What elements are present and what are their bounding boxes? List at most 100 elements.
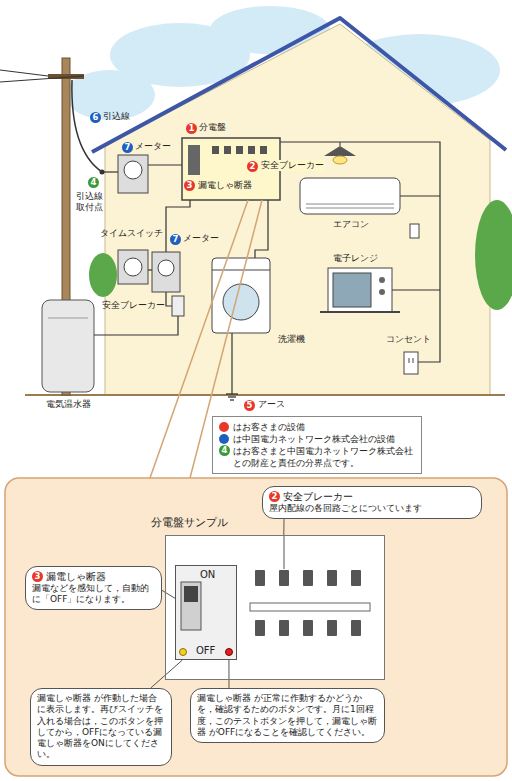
board-heading: 分電盤サンプル bbox=[151, 515, 228, 530]
wire bbox=[392, 289, 440, 290]
water-heater bbox=[42, 300, 94, 392]
earth-bar bbox=[230, 399, 234, 400]
roof bbox=[92, 18, 506, 152]
legend-swatch bbox=[219, 434, 229, 444]
leakage-breaker: ONOFF bbox=[175, 565, 237, 660]
breaker-switch bbox=[303, 570, 313, 586]
callout-bubble: 2安全ブレーカー屋内配線の各回路ごとについています bbox=[262, 486, 482, 519]
detail-panel bbox=[5, 478, 507, 776]
safety-breaker bbox=[172, 296, 184, 316]
wire bbox=[94, 316, 178, 335]
meter-dial bbox=[158, 260, 174, 276]
outlet bbox=[404, 352, 418, 374]
outlet-slot bbox=[413, 358, 414, 363]
house-wall bbox=[105, 24, 490, 395]
callout-text: 屋内配線の各回路ごとについています bbox=[269, 503, 475, 514]
breaker-icon bbox=[260, 146, 267, 154]
wire bbox=[400, 195, 440, 196]
leakage-breaker-icon bbox=[188, 145, 200, 175]
legend-row: はお客さまと中国電力ネットワーク株式会社との財産と責任の分界点です。 bbox=[219, 445, 415, 469]
meter bbox=[152, 252, 180, 292]
part-label: 洗濯機 bbox=[278, 334, 305, 345]
legend-row: は中国電力ネットワーク株式会社の設備 bbox=[219, 433, 415, 445]
shelf bbox=[320, 311, 400, 313]
earth-bar bbox=[226, 393, 238, 394]
legend-text: はお客さまと中国電力ネットワーク株式会社との財産と責任の分界点です。 bbox=[233, 445, 415, 469]
power-line bbox=[0, 70, 48, 76]
distribution-board: ONOFF分電盤サンプル bbox=[165, 535, 385, 680]
breaker-switch bbox=[255, 570, 265, 586]
time-switch bbox=[118, 250, 148, 284]
callout-heading: 安全ブレーカー bbox=[283, 491, 353, 503]
callout-number: 7 bbox=[122, 142, 133, 153]
part-label: コンセント bbox=[386, 334, 431, 345]
callout-number: 6 bbox=[90, 112, 101, 123]
switch-label: OFF bbox=[196, 645, 215, 657]
lamp-shade bbox=[324, 146, 356, 156]
legend-sample-number: 4 bbox=[219, 445, 230, 456]
microwave-knob bbox=[379, 289, 385, 295]
bush bbox=[475, 200, 512, 310]
air-conditioner bbox=[300, 178, 400, 214]
legend-row: はお客さまの設備 bbox=[219, 421, 415, 433]
part-label: 電子レンジ bbox=[333, 253, 378, 264]
callout-text: 漏電しゃ断器 が作動した場合に表示します。再びスイッチを入れる場合は，このボタン… bbox=[37, 693, 165, 761]
breaker-switch bbox=[279, 570, 289, 586]
part-label: 引込線 bbox=[103, 111, 130, 122]
breaker-switch bbox=[327, 570, 337, 586]
legend-text: は中国電力ネットワーク株式会社の設備 bbox=[233, 433, 415, 445]
wall-switch bbox=[410, 224, 419, 238]
indicator-lamp bbox=[180, 649, 187, 656]
wire bbox=[148, 164, 182, 165]
wire bbox=[166, 292, 172, 306]
part-label: 分電盤 bbox=[199, 122, 226, 133]
washer-door bbox=[223, 284, 259, 320]
ac-vent bbox=[306, 208, 394, 209]
breaker-switch bbox=[279, 620, 289, 636]
earth-symbol bbox=[226, 394, 238, 400]
breaker-icon bbox=[236, 146, 243, 154]
callout-text: 漏電などを感知して，自動的に「OFF」になります。 bbox=[32, 583, 155, 606]
callout-number: 2 bbox=[269, 491, 280, 502]
leader-line bbox=[162, 590, 175, 598]
breaker-icon bbox=[224, 146, 231, 154]
breaker-switch bbox=[351, 570, 361, 586]
part-label: アース bbox=[258, 399, 285, 410]
washing-machine bbox=[212, 258, 270, 333]
breaker-icon bbox=[248, 146, 255, 154]
legend-text: はお客さまの設備 bbox=[233, 421, 415, 433]
earth-wire bbox=[231, 333, 232, 394]
breaker-icon bbox=[212, 146, 219, 154]
leader-line bbox=[151, 660, 183, 688]
callout-number: 1 bbox=[186, 123, 197, 134]
breaker-switch bbox=[255, 620, 265, 636]
wire bbox=[255, 200, 268, 258]
callout-number: 7 bbox=[170, 234, 181, 245]
part-label: 安全ブレーカー bbox=[102, 300, 165, 311]
earth-bar bbox=[228, 396, 236, 397]
wire bbox=[148, 269, 152, 270]
wire bbox=[166, 200, 190, 252]
breaker-switch bbox=[327, 620, 337, 636]
callout-number: 5 bbox=[244, 400, 255, 411]
callout-heading: 漏電しゃ断器 bbox=[46, 571, 106, 583]
ground-line bbox=[25, 394, 505, 396]
breaker-lever bbox=[184, 586, 198, 602]
time-switch-dial bbox=[124, 258, 142, 276]
board-bar bbox=[250, 603, 370, 611]
breaker-switch bbox=[351, 620, 361, 636]
part-label: 漏電しゃ断器 bbox=[197, 180, 253, 191]
meter bbox=[118, 155, 148, 193]
leader-line bbox=[283, 519, 284, 535]
lamp-bulb bbox=[333, 156, 347, 164]
legend-swatch bbox=[219, 422, 229, 432]
microwave-knob bbox=[379, 277, 385, 283]
part-label: エアコン bbox=[333, 219, 369, 230]
microwave-window bbox=[333, 273, 371, 307]
microwave bbox=[328, 268, 392, 312]
leader-line bbox=[228, 660, 229, 688]
ac-vent bbox=[306, 204, 394, 205]
